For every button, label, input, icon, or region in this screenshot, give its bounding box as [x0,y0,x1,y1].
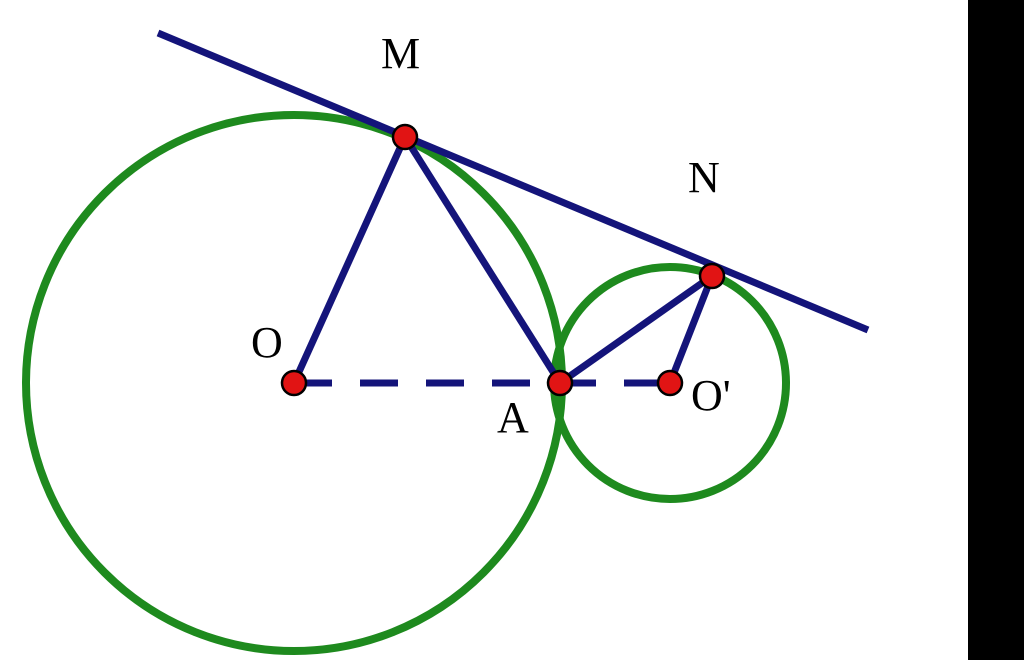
point-N [698,262,726,290]
point-O [280,369,308,397]
label-O-prime: O' [691,371,731,420]
label-A: A [497,393,529,442]
segment-OM [290,135,409,385]
segment-MA [402,135,563,385]
point-A [546,369,574,397]
common-tangent-line [156,29,870,334]
segment-NO-prime [666,274,716,385]
tangent-circles-figure: M N O A O' [22,29,870,655]
label-M: M [381,29,420,78]
point-M [391,123,419,151]
label-N: N [688,153,720,202]
geometry-canvas: M N O A O' [0,0,968,660]
point-O-prime [656,369,684,397]
label-O: O [251,318,283,367]
segment-AN [557,273,715,386]
